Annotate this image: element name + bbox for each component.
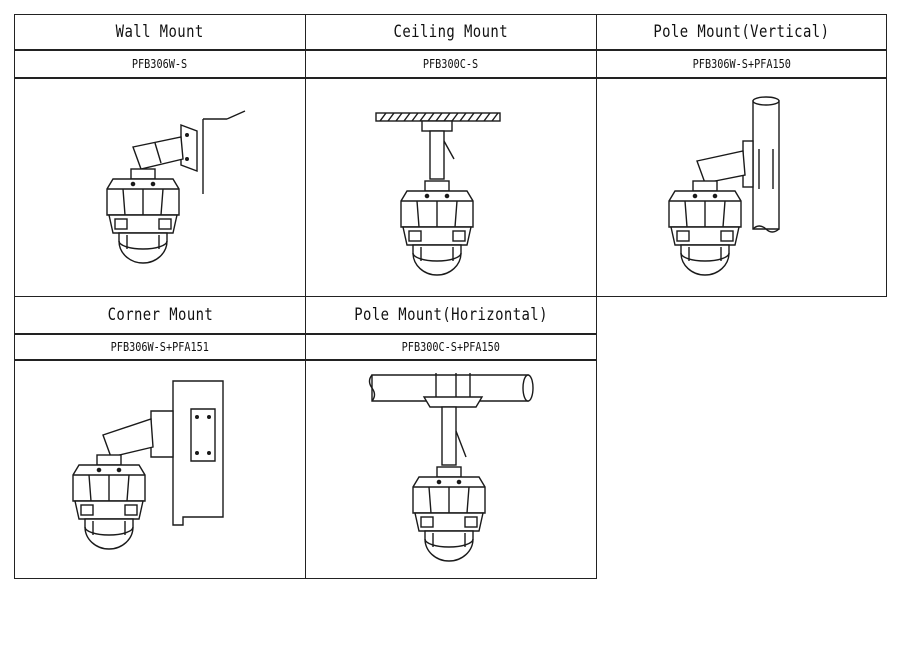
horizontal-pole-mount-title: Pole Mount(Horizontal): [354, 305, 548, 325]
vertical-pole-mount-model-cell: PFB306W-S+PFA150: [596, 50, 887, 78]
ceiling-mount-illustration-cell: [305, 78, 597, 297]
ceiling-mount-model: PFB300C-S: [423, 57, 479, 71]
vertical-pole-mount-camera-image: [668, 96, 780, 276]
ceiling-mount-model-cell: PFB300C-S: [305, 50, 597, 78]
corner-mount-title: Corner Mount: [107, 305, 213, 325]
vertical-pole-mount-model: PFB306W-S+PFA150: [692, 57, 791, 71]
horizontal-pole-mount-camera-image: [368, 373, 534, 562]
corner-mount-model: PFB306W-S+PFA151: [110, 340, 210, 354]
wall-mount-title: Wall Mount: [115, 22, 205, 42]
wall-mount-model: PFB306W-S: [132, 57, 188, 71]
vertical-pole-mount-title: Pole Mount(Vertical): [653, 22, 830, 42]
ceiling-mount-camera-image: [375, 112, 501, 276]
vertical-pole-mount-illustration-cell: [596, 78, 887, 297]
wall-mount-title-cell: Wall Mount: [14, 14, 306, 50]
horizontal-pole-mount-title-cell: Pole Mount(Horizontal): [305, 296, 597, 334]
horizontal-pole-mount-model-cell: PFB300C-S+PFA150: [305, 334, 597, 360]
vertical-pole-mount-title-cell: Pole Mount(Vertical): [596, 14, 887, 50]
wall-mount-model-cell: PFB306W-S: [14, 50, 306, 78]
wall-mount-illustration-cell: [14, 78, 306, 297]
horizontal-pole-mount-illustration-cell: [305, 360, 597, 579]
corner-mount-title-cell: Corner Mount: [14, 296, 306, 334]
corner-mount-illustration-cell: [14, 360, 306, 579]
horizontal-pole-mount-model: PFB300C-S+PFA150: [401, 340, 501, 354]
ceiling-mount-title: Ceiling Mount: [393, 22, 509, 42]
corner-mount-camera-image: [72, 380, 224, 550]
ceiling-mount-title-cell: Ceiling Mount: [305, 14, 597, 50]
wall-mount-camera-image: [106, 110, 246, 264]
corner-mount-model-cell: PFB306W-S+PFA151: [14, 334, 306, 360]
